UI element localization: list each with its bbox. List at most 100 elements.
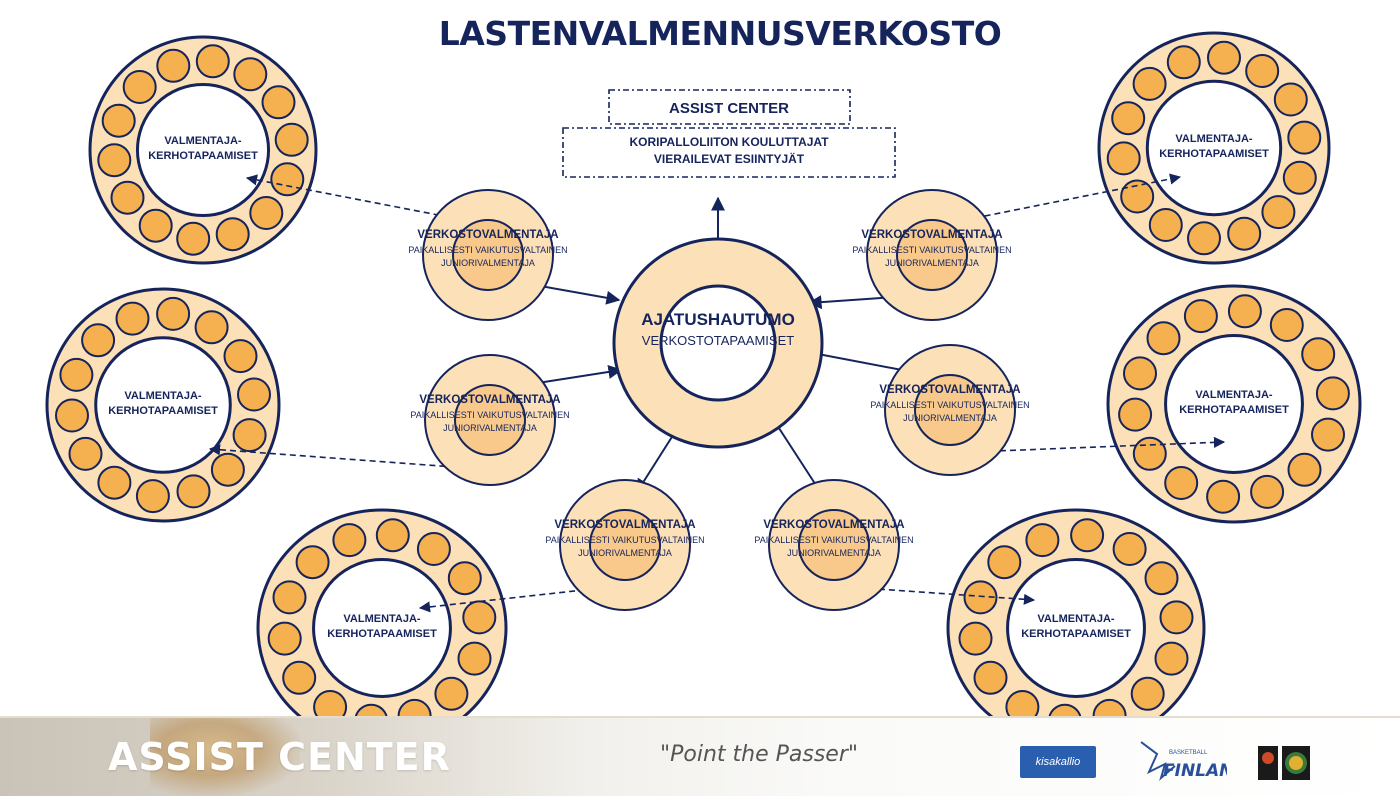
member-dot: [1106, 141, 1141, 176]
club-label-line1: VALMENTAJA-: [164, 135, 242, 147]
club-connector: [208, 444, 470, 473]
club-connector: [963, 173, 1182, 224]
member-dot: [138, 208, 173, 243]
club-meeting-node: VALMENTAJA-KERHOTAPAAMISET: [1106, 284, 1362, 524]
finland-small-text: BASKETBALL: [1169, 750, 1208, 756]
member-dot: [81, 323, 116, 358]
member-dot: [194, 310, 229, 345]
member-dot: [1287, 120, 1322, 155]
network-coach-node: VERKOSTOVALMENTAJA PAIKALLISESTI VAIKUTUS…: [852, 189, 1012, 321]
member-dot: [1132, 436, 1167, 471]
club-meeting-node: VALMENTAJA- KERHOTAPAAMISET: [1097, 31, 1331, 265]
coach-line2: JUNIORIVALMENTAJA: [787, 548, 881, 558]
member-dot: [973, 660, 1008, 695]
member-dot: [274, 122, 309, 157]
member-dot: [1025, 523, 1060, 558]
member-dot: [1144, 561, 1179, 596]
member-dot: [1187, 221, 1221, 256]
member-dot: [210, 452, 245, 487]
club-connector: [245, 174, 466, 224]
coach-line2: JUNIORIVALMENTAJA: [903, 413, 997, 423]
member-dot: [1154, 641, 1189, 676]
member-dot: [457, 641, 492, 676]
fiba-logo: [1258, 746, 1310, 780]
club-meeting-node: VALMENTAJA-KERHOTAPAAMISET: [256, 508, 508, 748]
member-dot: [1311, 417, 1345, 452]
member-dot: [1118, 397, 1153, 432]
member-dot: [282, 660, 317, 695]
basketball-finland-logo: BASKETBALL FINLAND: [1140, 741, 1227, 781]
club-connector: [418, 581, 622, 613]
member-dot: [1269, 308, 1304, 342]
coach-title: VERKOSTOVALMENTAJA: [417, 229, 558, 241]
member-dot: [1146, 321, 1181, 356]
club-label-line2: KERHOTAPAAMISET: [1159, 148, 1269, 160]
coach-title: VERKOSTOVALMENTAJA: [419, 394, 560, 406]
member-dot: [1261, 195, 1296, 230]
member-dot: [97, 143, 132, 178]
coach-inner-circle: [798, 509, 870, 581]
coach-inner-circle: [914, 374, 986, 446]
club-inner-circle: [94, 336, 232, 474]
member-dot: [416, 532, 451, 566]
member-dot: [1111, 101, 1146, 136]
coach-line2: JUNIORIVALMENTAJA: [443, 423, 537, 433]
network-coach-node: VERKOSTOVALMENTAJA PAIKALLISESTI VAIKUTUS…: [754, 479, 914, 611]
member-dot: [1112, 532, 1147, 566]
member-dot: [215, 217, 250, 252]
member-dot: [68, 436, 103, 471]
member-dot: [272, 580, 307, 615]
member-dot: [122, 70, 157, 104]
member-dot: [249, 196, 284, 230]
member-dot: [110, 180, 145, 215]
club-label-line2: KERHOTAPAAMISET: [108, 405, 218, 417]
page-title: LASTENVALMENNUSVERKOSTO: [438, 14, 1002, 53]
member-dot: [223, 339, 258, 374]
club-inner-circle: [312, 558, 452, 698]
member-dot: [1166, 45, 1201, 80]
coach-line1: PAIKALLISESTI VAIKUTUSVALTAINEN: [545, 535, 704, 545]
member-dot: [1282, 160, 1317, 195]
coach-inner-circle: [896, 219, 968, 291]
kisakallio-logo: kisakallio: [1020, 746, 1096, 778]
footer-bar: [0, 716, 1400, 796]
member-dot: [1207, 40, 1241, 75]
member-dot: [434, 676, 469, 711]
club-label-line1: VALMENTAJA-: [1175, 133, 1253, 145]
finland-text: FINLAND: [1163, 761, 1227, 781]
club-meeting-node: VALMENTAJA- KERHOTAPAAMISET: [88, 35, 318, 265]
coach-title: VERKOSTOVALMENTAJA: [763, 519, 904, 531]
footer-player-image: [150, 718, 300, 796]
member-dot: [55, 398, 89, 433]
coach-inner-circle: [452, 219, 524, 291]
member-dot: [267, 621, 302, 656]
club-label-line2: KERHOTAPAAMISET: [1021, 628, 1131, 640]
coach-line2: JUNIORIVALMENTAJA: [885, 258, 979, 268]
member-dot: [261, 85, 296, 120]
coach-line1: PAIKALLISESTI VAIKUTUSVALTAINEN: [754, 535, 913, 545]
club-inner-circle: [135, 82, 271, 218]
member-dot: [1287, 452, 1322, 487]
club-label-line2: KERHOTAPAAMISET: [148, 150, 258, 162]
member-dot: [115, 301, 150, 336]
coach-inner-circle: [589, 509, 661, 581]
club-connector: [968, 436, 1226, 458]
coach-line1: PAIKALLISESTI VAIKUTUSVALTAINEN: [852, 245, 1011, 255]
trainers-line1: KORIPALLOLIITON KOULUTTAJAT: [629, 135, 829, 149]
coach-title: VERKOSTOVALMENTAJA: [861, 229, 1002, 241]
coach-title: VERKOSTOVALMENTAJA: [879, 384, 1020, 396]
member-dot: [1132, 66, 1167, 101]
member-dot: [447, 561, 482, 596]
member-dot: [987, 545, 1022, 580]
member-dot: [1159, 600, 1194, 635]
club-label-line1: VALMENTAJA-: [1037, 613, 1115, 625]
member-dot: [176, 474, 211, 509]
coach-line1: PAIKALLISESTI VAIKUTUSVALTAINEN: [870, 400, 1029, 410]
member-dot: [101, 103, 136, 138]
club-label-line1: VALMENTAJA-: [124, 390, 202, 402]
footer-assist-center-logo: ASSIST CENTER: [108, 735, 451, 779]
hub-title: AJATUSHAUTUMO: [641, 310, 795, 329]
